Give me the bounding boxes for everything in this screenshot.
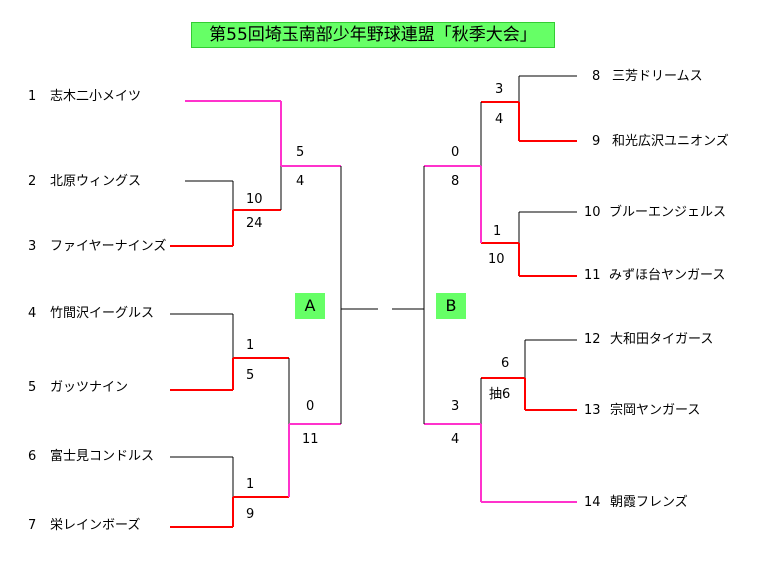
team-2-num: 2	[28, 174, 37, 189]
score: 4	[495, 112, 504, 127]
team-13-num: 13	[584, 403, 601, 418]
team-14-name: 朝霞フレンズ	[610, 495, 688, 510]
score: 8	[451, 174, 460, 189]
score: 0	[306, 399, 315, 414]
team-12-name: 大和田タイガース	[610, 332, 714, 347]
team-7-num: 7	[28, 518, 37, 533]
team-9-num: 9	[592, 134, 601, 149]
team-2-name: 北原ウィングス	[50, 174, 142, 189]
score: 24	[246, 216, 263, 231]
team-8-num: 8	[592, 69, 601, 84]
team-1-num: 1	[28, 89, 37, 104]
score: 10	[246, 192, 263, 207]
score: 9	[246, 507, 255, 522]
score: 3	[495, 82, 504, 97]
team-5-name: ガッツナイン	[50, 380, 129, 395]
score: 抽6	[489, 387, 511, 402]
team-12-num: 12	[584, 332, 601, 347]
score: 11	[302, 432, 319, 447]
score: 1	[246, 338, 255, 353]
score: 0	[451, 145, 460, 160]
score: 1	[493, 224, 502, 239]
team-11-name: みずほ台ヤンガース	[609, 268, 726, 283]
team-4-num: 4	[28, 306, 37, 321]
team-13-name: 宗岡ヤンガース	[610, 403, 701, 418]
team-8-name: 三芳ドリームス	[612, 69, 703, 84]
team-10-name: ブルーエンジェルス	[609, 205, 727, 220]
score: 10	[488, 252, 505, 267]
block-b-label: B	[436, 293, 466, 319]
team-14-num: 14	[584, 495, 601, 510]
block-a-label: A	[295, 293, 325, 319]
score: 5	[246, 368, 255, 383]
team-9-name: 和光広沢ユニオンズ	[612, 134, 729, 149]
score: 4	[451, 432, 460, 447]
score: 6	[501, 356, 510, 371]
team-6-name: 富士見コンドルス	[50, 449, 155, 464]
team-10-num: 10	[584, 205, 601, 220]
score: 3	[451, 399, 460, 414]
score: 4	[296, 174, 305, 189]
team-6-num: 6	[28, 449, 37, 464]
score: 1	[246, 477, 255, 492]
team-1-name: 志木二小メイツ	[50, 89, 142, 104]
team-5-num: 5	[28, 380, 37, 395]
score: 5	[296, 145, 305, 160]
team-3-num: 3	[28, 239, 37, 254]
team-7-name: 栄レインボーズ	[50, 518, 141, 533]
page-title: 第55回埼玉南部少年野球連盟「秋季大会」	[191, 22, 555, 48]
team-11-num: 11	[584, 268, 601, 283]
team-4-name: 竹間沢イーグルス	[50, 306, 155, 321]
team-3-name: ファイヤーナインズ	[50, 239, 167, 254]
